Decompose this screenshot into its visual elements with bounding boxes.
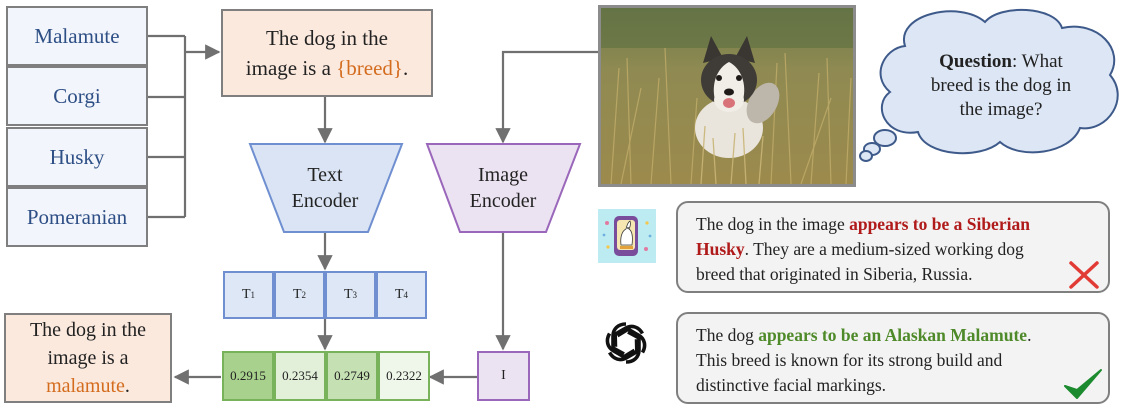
breed-husky: Husky	[6, 127, 148, 187]
predicted-breed: malamute	[46, 375, 125, 397]
dog-photo	[598, 5, 856, 187]
breed-placeholder: {breed}	[336, 56, 403, 80]
correct-check-icon	[1064, 369, 1102, 399]
template-line-1: The dog in the	[266, 26, 388, 50]
openai-model-icon	[599, 316, 653, 370]
image-encoder-shape	[425, 143, 582, 233]
similarity-score-2: 0.2354	[274, 351, 326, 401]
similarity-score-1: 0.2915	[222, 351, 274, 401]
image-encoder-label: Image Encoder	[469, 164, 537, 212]
image-token: I	[477, 351, 530, 401]
text-encoder-label: Text Encoder	[291, 164, 359, 212]
llava-model-icon	[598, 209, 656, 263]
wrong-x-icon	[1069, 261, 1099, 289]
breed-corgi: Corgi	[6, 66, 148, 126]
result-box: The dog in the image is a malamute.	[4, 313, 172, 403]
similarity-score-4: 0.2322	[378, 351, 430, 401]
answer-right-box: The dog appears to be an Alaskan Malamut…	[676, 312, 1110, 404]
question-text: Question: What breed is the dog in the i…	[930, 51, 1072, 120]
text-encoder-shape	[248, 143, 404, 233]
answer-wrong-box: The dog in the image appears to be a Sib…	[676, 201, 1110, 293]
breed-pomeranian: Pomeranian	[6, 187, 148, 247]
question-cloud	[859, 8, 1119, 162]
similarity-score-3: 0.2749	[326, 351, 378, 401]
breed-malamute: Malamute	[6, 6, 148, 66]
prompt-template-box: The dog in the image is a {breed}.	[221, 9, 433, 97]
template-line-2: image is a {breed}.	[245, 56, 409, 80]
